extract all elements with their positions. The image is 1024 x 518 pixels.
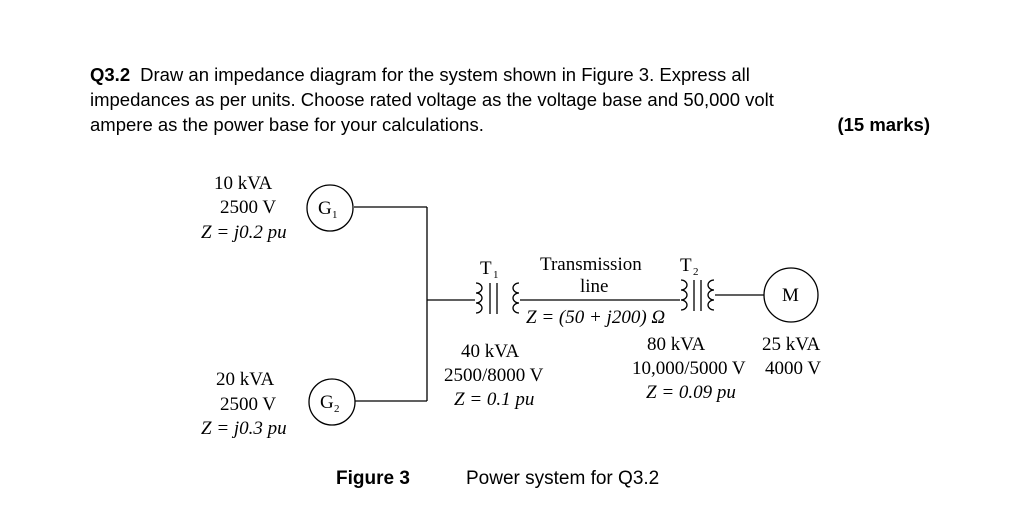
t2-impedance: Z = 0.09 pu [646, 382, 736, 403]
t2-primary-winding [680, 279, 688, 311]
t1-symbol: T [480, 258, 492, 279]
t2-secondary-winding [707, 279, 715, 311]
t1-rating: 40 kVA [461, 341, 520, 362]
question-number: Q3.2 [90, 64, 131, 85]
generator-g2: G 2 [308, 378, 356, 426]
figure-caption: Power system for Q3.2 [466, 468, 660, 489]
motor-circle [763, 267, 819, 323]
g1-subscript: 1 [332, 209, 338, 221]
transmission-line-impedance: Z = (50 + j200) Ω [526, 307, 665, 328]
t2-rating: 80 kVA [647, 334, 706, 355]
g2-rating: 20 kVA [216, 369, 275, 390]
t1-impedance: Z = 0.1 pu [454, 389, 534, 410]
g2-impedance: Z = j0.3 pu [201, 418, 287, 439]
g1-symbol: G [318, 198, 332, 219]
motor-voltage: 4000 V [765, 358, 821, 379]
transformer-t1 [475, 282, 520, 314]
generator-g1: G 1 [306, 184, 354, 232]
transmission-line-label-2: line [580, 276, 609, 297]
t1-primary-winding [475, 282, 483, 314]
g1-rating: 10 kVA [214, 173, 273, 194]
question-text: Q3.2 Draw an impedance diagram for the sy… [90, 62, 930, 137]
figure-label: Figure 3 [336, 468, 410, 489]
question-line-1: Q3.2 Draw an impedance diagram for the sy… [90, 62, 930, 87]
motor-symbol: M [782, 285, 799, 306]
g1-circle [306, 184, 354, 232]
g1-impedance: Z = j0.2 pu [201, 222, 287, 243]
question-line-1-text: Draw an impedance diagram for the system… [140, 64, 750, 85]
motor-rating: 25 kVA [762, 334, 821, 355]
question-marks: (15 marks) [837, 114, 930, 135]
t2-voltage: 10,000/5000 V [632, 358, 746, 379]
t2-subscript: 2 [693, 266, 699, 278]
t1-secondary-winding [512, 282, 520, 314]
g2-subscript: 2 [334, 403, 340, 415]
transformer-t2 [680, 279, 715, 311]
g2-voltage: 2500 V [220, 394, 276, 415]
question-line-3: ampere as the power base for your calcul… [90, 114, 484, 135]
g1-voltage: 2500 V [220, 197, 276, 218]
motor-m: M [763, 267, 819, 323]
t1-voltage: 2500/8000 V [444, 365, 544, 386]
t2-symbol: T [680, 255, 692, 276]
transmission-line-label: Transmission [540, 254, 642, 275]
g2-symbol: G [320, 392, 334, 413]
t1-subscript: 1 [493, 269, 499, 281]
g2-circle [308, 378, 356, 426]
question-line-2: impedances as per units. Choose rated vo… [90, 89, 774, 110]
